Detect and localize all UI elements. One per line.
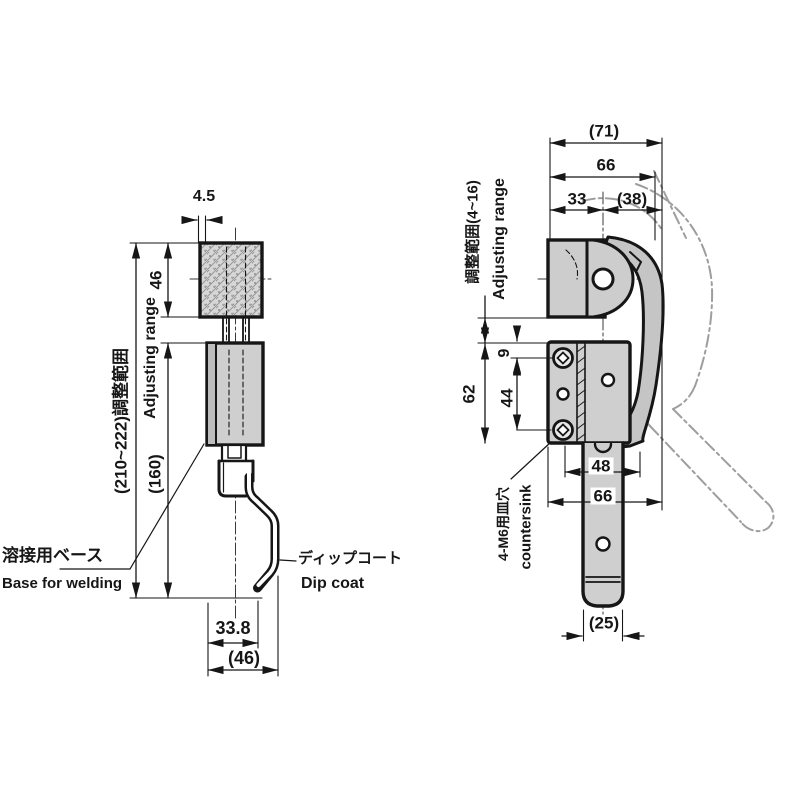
dim-hook-reach: (46) — [227, 648, 261, 668]
dim-bracket-height: 62 — [459, 384, 479, 404]
label-countersink-en: countersink — [517, 484, 535, 570]
dim-base-height: (160) — [145, 454, 165, 494]
dim-overall-width: (71) — [588, 121, 620, 141]
dim-adjusting-range-overall-jp: (210~222)調整範囲 — [111, 348, 131, 494]
dim-wire-diameter: 4.5 — [192, 188, 216, 205]
dim-hook-offset: 33.8 — [215, 618, 251, 638]
side-adjusting-range-jp: 調整範囲(4~16) — [464, 180, 482, 284]
side-adjusting-range-en: Adjusting range — [491, 178, 508, 300]
label-dip-coat-en: Dip coat — [301, 575, 365, 592]
dim-pivot-offset: 33 — [567, 189, 587, 209]
dim-hole-top-offset: 9 — [496, 348, 513, 358]
label-weld-base-jp: 溶接用ベース — [2, 546, 104, 565]
side-view — [477, 137, 775, 642]
dim-hole-pitch: 44 — [497, 388, 517, 408]
dim-rubber-height: 46 — [146, 270, 166, 290]
dim-head-width: 66 — [596, 155, 616, 175]
dim-strap-width: (25) — [585, 614, 623, 632]
label-dip-coat-jp: ディップコート — [298, 550, 402, 567]
dim-hole-span: 48 — [588, 457, 614, 475]
dim-adjusting-range-overall-en: Adjusting range — [142, 297, 159, 419]
dim-lower-width: 66 — [590, 487, 616, 505]
front-view — [59, 215, 297, 677]
label-countersink-jp: 4-M6用皿穴 — [495, 487, 511, 561]
label-weld-base-en: Base for welding — [2, 575, 123, 592]
dim-pivot-to-edge: (38) — [616, 189, 648, 209]
